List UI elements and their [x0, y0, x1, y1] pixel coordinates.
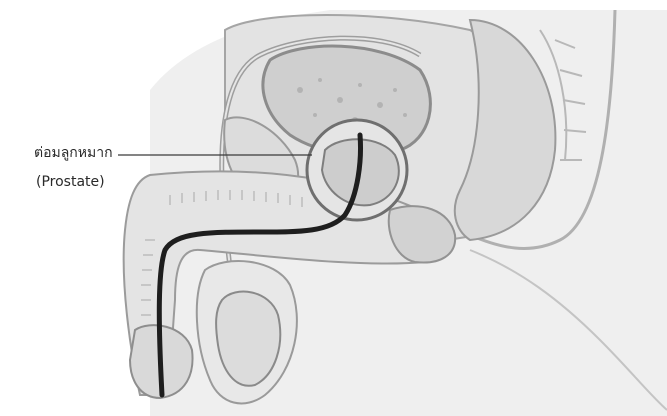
prostate-label-thai: ต่อมลูกหมาก — [34, 145, 113, 161]
prostate-label-english: (Prostate) — [36, 174, 105, 190]
